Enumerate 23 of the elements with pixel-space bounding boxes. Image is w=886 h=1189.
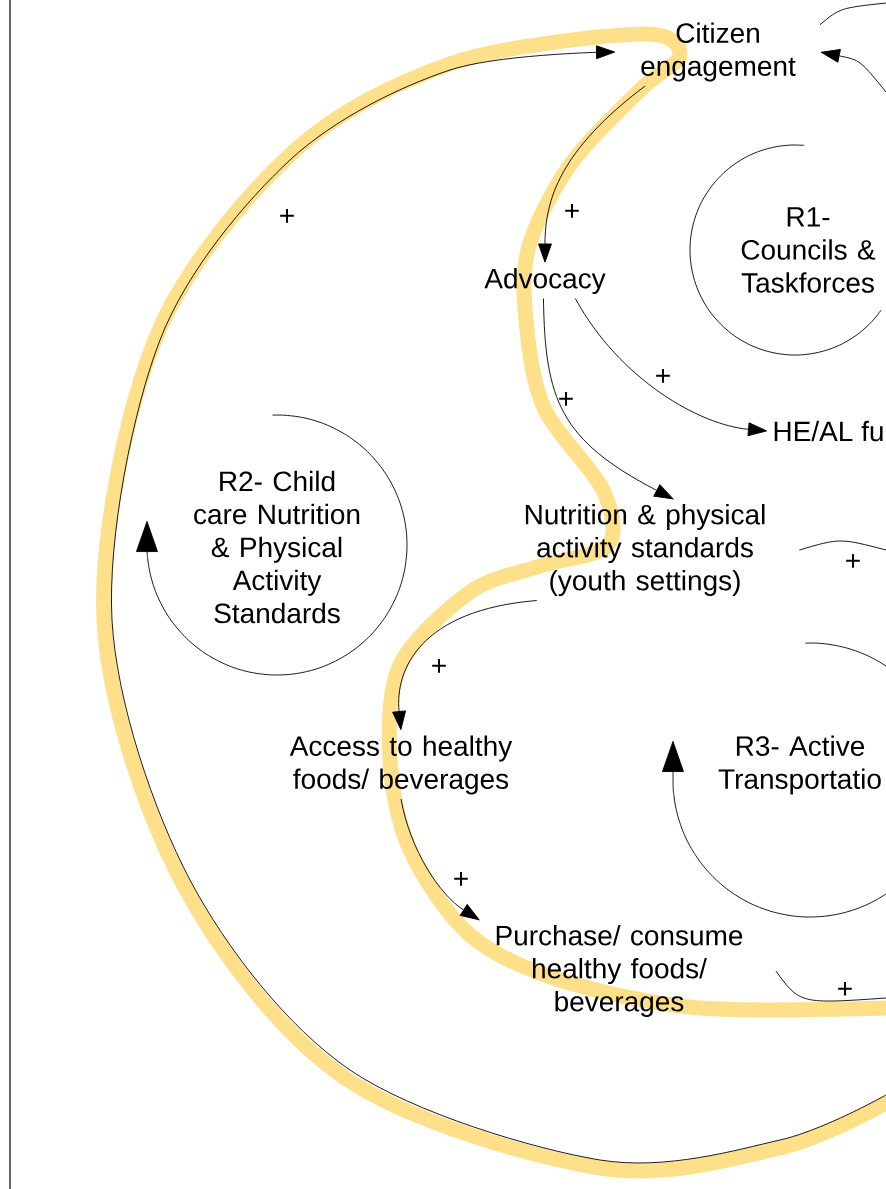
edge-label: +: [565, 203, 579, 218]
edge-label: +: [846, 553, 860, 568]
variable-label: Citizen engagement: [641, 22, 796, 82]
variable-label: Advocacy: [484, 267, 606, 295]
variable-label: HE/AL fu: [774, 420, 883, 442]
arrow: [400, 798, 480, 921]
edge-label: +: [559, 391, 573, 406]
edge-label: +: [280, 208, 294, 223]
arrow: [820, 49, 886, 93]
loop-label: R1- Councils & Taskforces: [741, 207, 876, 293]
edge-label: +: [656, 368, 670, 383]
edge-label: +: [432, 658, 446, 673]
variable-label: Nutrition & physical activity standards (youth settings): [525, 503, 765, 597]
variable-label: Access to healthy foods/ beverages: [289, 735, 513, 795]
loop-label: R2- Child care Nutrition & Physical Activity Standards: [194, 470, 360, 624]
loop-label: R3- Active Transportatio: [718, 735, 881, 795]
edge-label: +: [454, 871, 468, 886]
arrow: [392, 600, 538, 731]
arrow: [574, 298, 768, 437]
edge-label: +: [838, 981, 852, 996]
arrow: [543, 298, 674, 500]
arrow: [538, 85, 646, 263]
variable-label: Purchase/ consume healthy foods/ beverages: [496, 924, 743, 1018]
